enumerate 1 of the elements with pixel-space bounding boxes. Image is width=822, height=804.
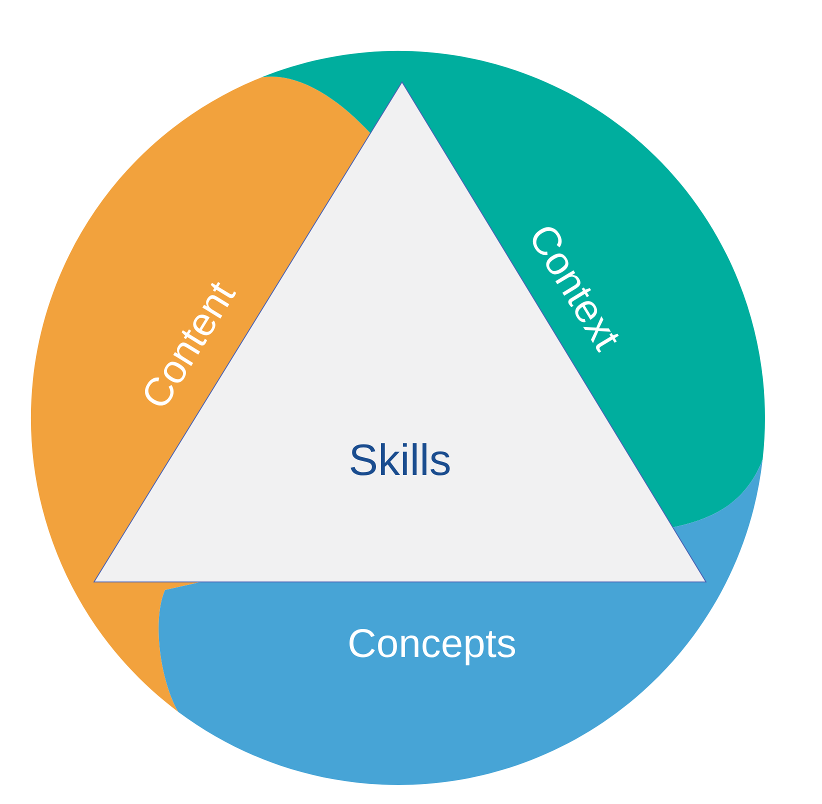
segment-label: Concepts [350,629,516,666]
